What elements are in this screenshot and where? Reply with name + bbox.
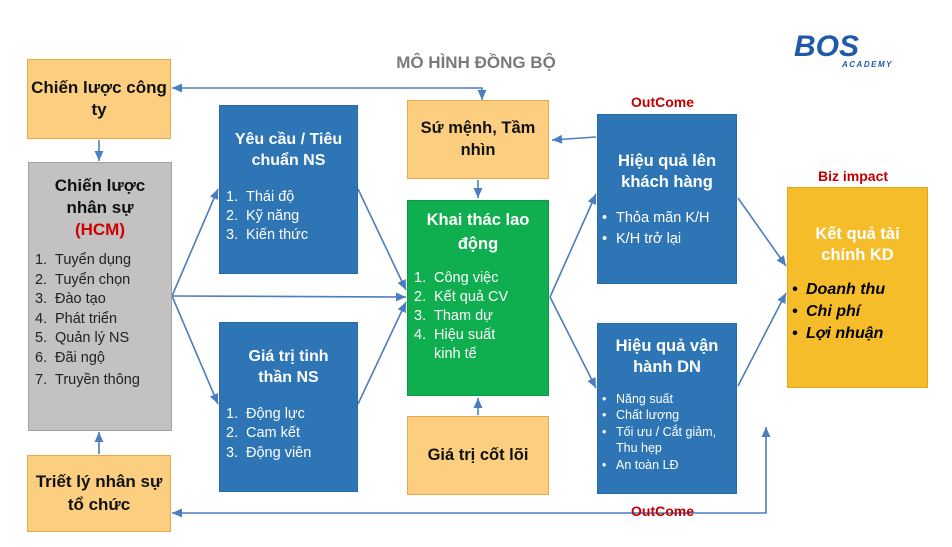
outcome-label-top: OutCome <box>631 94 694 110</box>
list-item: Kết quả CV <box>414 288 509 307</box>
arrow-spirit-to-labor <box>357 301 407 405</box>
list-item: Hiệu suất kinh tế <box>414 326 496 362</box>
operation-efficiency-list: Năng suất Chất lượng Tối ưu / Cắt giảm, … <box>598 391 736 474</box>
list-item: Truyền thông <box>35 371 140 390</box>
list-item: Thái độ <box>226 188 295 207</box>
arrow-requirements-to-labor <box>357 188 407 291</box>
list-item: Năng suất <box>598 391 726 408</box>
core-values-box: Giá trị cốt lõi <box>407 416 549 495</box>
list-item: K/H trở lại <box>598 229 736 250</box>
mission-box: Sứ mệnh, Tầm nhìn <box>407 100 549 179</box>
arrow-hr-to-spirit <box>171 295 219 405</box>
hr-spirit-list: Động lực Cam kết Động viên <box>220 405 357 464</box>
logo-main-text: BOS <box>794 30 859 63</box>
hr-strategy-title: Chiến lược nhân sự <box>54 176 146 218</box>
list-item: An toàn LĐ <box>598 457 726 474</box>
customer-efficiency-box: Hiệu quả lên khách hàng Thỏa mãn K/H K/H… <box>597 114 737 284</box>
hr-requirements-title: Yêu cầu / Tiêu chuẩn NS <box>234 131 343 169</box>
operation-efficiency-box: Hiệu quả vận hành DN Năng suất Chất lượn… <box>597 323 737 494</box>
list-item: Doanh thu <box>788 279 927 301</box>
list-item: Đãi ngộ <box>35 349 105 368</box>
financial-result-box: Kết quả tài chính KD Doanh thu Chi phí L… <box>787 187 928 388</box>
hr-spirit-box: Giá trị tinh thần NS Động lực Cam kết Độ… <box>219 322 358 492</box>
list-item: Lợi nhuận <box>788 323 927 345</box>
list-item: Kiến thức <box>226 226 309 245</box>
list-item: Tham dự <box>414 307 493 326</box>
list-item: Quản lý NS <box>35 329 130 348</box>
bos-academy-logo: BOS ACADEMY <box>794 30 893 69</box>
biz-impact-label: Biz impact <box>818 168 889 184</box>
arrow-labor-to-operation <box>549 296 597 389</box>
list-item: Động lực <box>226 405 305 424</box>
hr-requirements-list: Thái độ Kỹ năng Kiến thức <box>220 188 357 245</box>
list-item: Tuyển chọn <box>35 271 131 290</box>
customer-efficiency-title: Hiệu quả lên khách hàng <box>617 152 717 192</box>
list-item: Kỹ năng <box>226 207 300 226</box>
arrow-customer-to-financial <box>737 197 787 267</box>
arrow-customer-to-mission <box>551 134 597 144</box>
financial-result-list: Doanh thu Chi phí Lợi nhuận <box>788 279 927 345</box>
labor-title: Khai thác lao động <box>426 211 530 253</box>
arrow-hr-to-labor <box>171 292 407 302</box>
list-item: Thỏa mãn K/H <box>598 208 736 229</box>
core-values-title: Giá trị cốt lõi <box>427 445 529 464</box>
hr-philosophy-title: Triết lý nhân sự tổ chức <box>35 472 163 514</box>
list-item: Tối ưu / Cắt giảm, Thu hẹp <box>598 424 726 457</box>
logo-sub-text: ACADEMY <box>841 60 893 69</box>
list-item: Đào tạo <box>35 290 106 309</box>
list-item: Cam kết <box>226 424 300 443</box>
arrow-operation-to-financial <box>737 292 787 387</box>
hr-strategy-subtitle: (HCM) <box>74 220 126 240</box>
mission-title: Sứ mệnh, Tầm nhìn <box>420 119 536 159</box>
list-item: Chi phí <box>788 301 927 323</box>
financial-result-title: Kết quả tài chính KD <box>815 225 900 265</box>
labor-list: Công việc Kết quả CV Tham dự Hiệu suất k… <box>408 269 548 364</box>
hr-strategy-box: Chiến lược nhân sự (HCM) Tuyển dụng Tuyể… <box>28 162 172 431</box>
list-item: Công việc <box>414 269 499 288</box>
arrow-company-mission-loop <box>172 83 487 100</box>
hr-strategy-list: Tuyển dụng Tuyển chọn Đào tạo Phát triển… <box>29 251 171 391</box>
diagram-title: MÔ HÌNH ĐỒNG BỘ <box>396 53 556 72</box>
company-strategy-title: Chiến lược công ty <box>31 77 167 119</box>
arrow-labor-to-customer <box>549 193 597 298</box>
list-item: Phát triển <box>35 310 118 329</box>
arrow-hr-to-requirements <box>171 188 219 297</box>
customer-efficiency-list: Thỏa mãn K/H K/H trở lại <box>598 208 736 250</box>
hr-philosophy-box: Triết lý nhân sự tổ chức <box>27 455 171 532</box>
list-item: Chất lượng <box>598 407 726 424</box>
outcome-label-bottom: OutCome <box>631 503 694 519</box>
hr-spirit-title: Giá trị tinh thần NS <box>248 348 329 386</box>
company-strategy-box: Chiến lược công ty <box>27 59 171 139</box>
labor-box: Khai thác lao động Công việc Kết quả CV … <box>407 200 549 396</box>
list-item: Động viên <box>226 444 312 463</box>
arrow-philosophy-operation-loop <box>172 427 771 518</box>
hr-requirements-box: Yêu cầu / Tiêu chuẩn NS Thái độ Kỹ năng … <box>219 105 358 274</box>
list-item: Tuyển dụng <box>35 251 132 270</box>
operation-efficiency-title: Hiệu quả vận hành DN <box>615 337 719 377</box>
